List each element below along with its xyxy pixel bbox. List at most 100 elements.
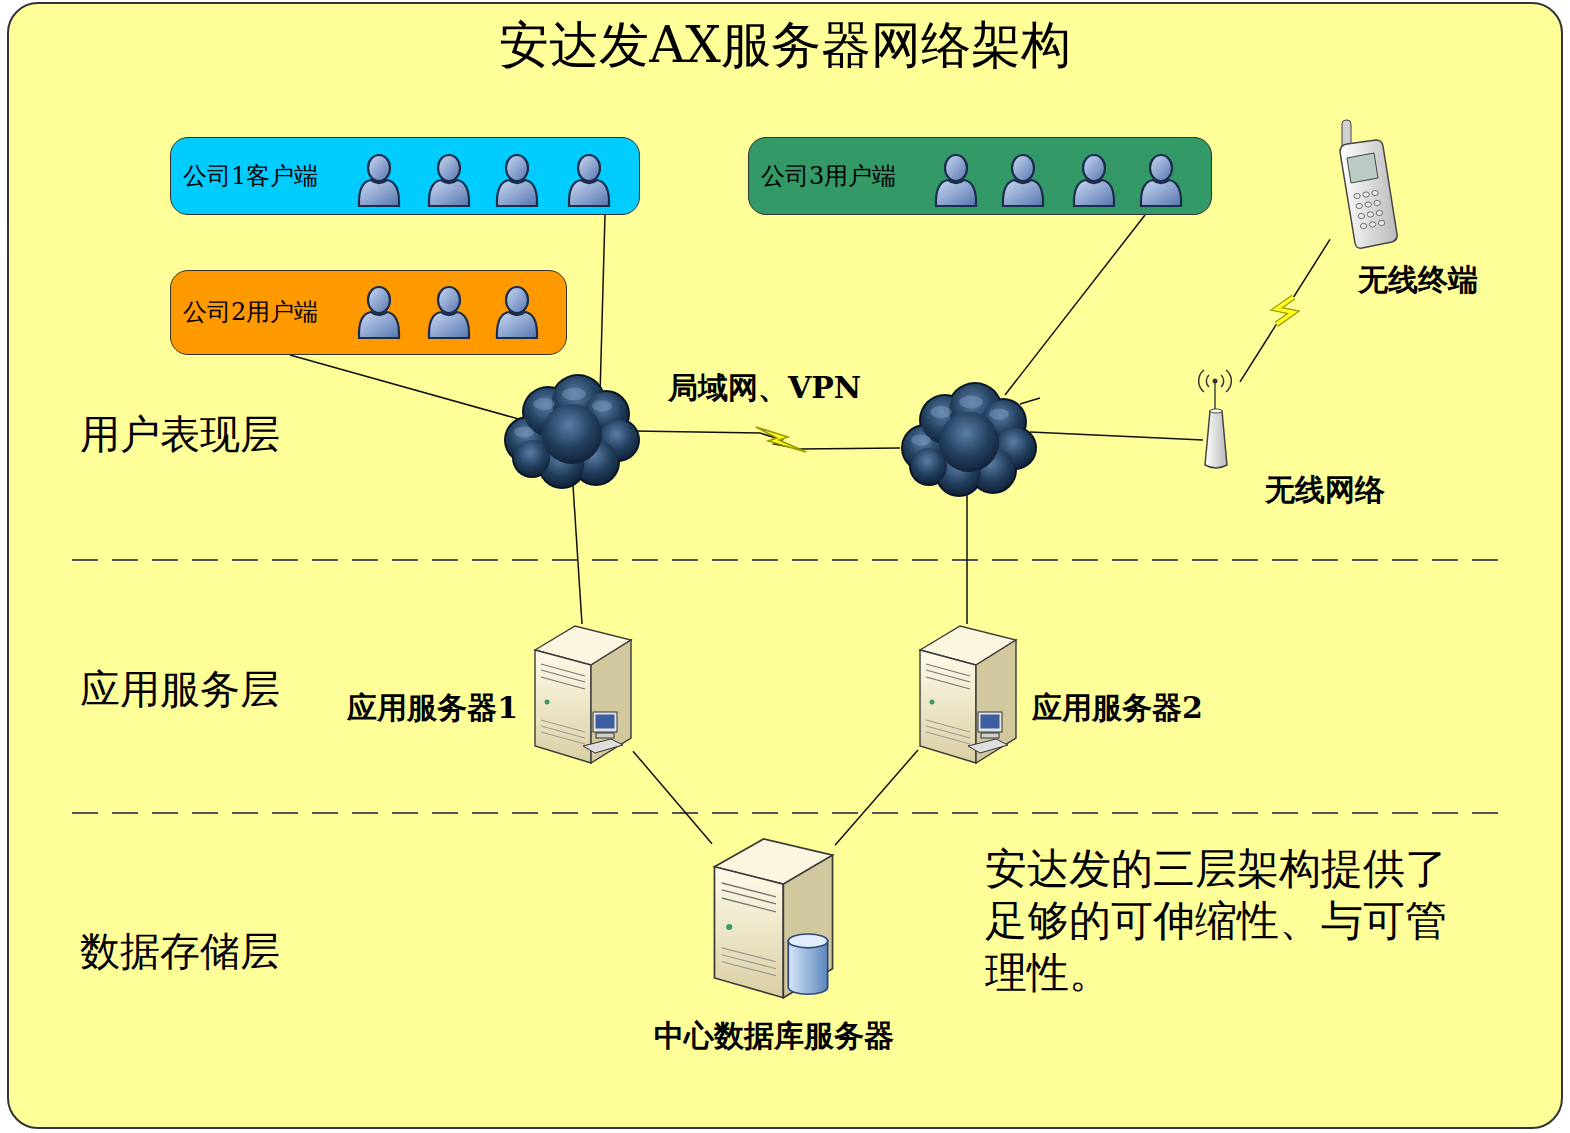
user-body bbox=[1074, 180, 1114, 206]
node-illustration bbox=[1195, 365, 1240, 470]
node-illustration bbox=[918, 620, 1018, 765]
user-icon bbox=[1141, 155, 1181, 206]
drive-bay bbox=[926, 677, 970, 689]
lightning-outline bbox=[1276, 297, 1293, 324]
wireless-antenna-icon bbox=[1199, 370, 1232, 468]
vent-line bbox=[926, 732, 970, 744]
layer-name: 数据存储层 bbox=[80, 927, 280, 975]
drive-bay bbox=[541, 664, 585, 676]
vent-line bbox=[541, 720, 585, 732]
vent-line bbox=[722, 962, 776, 976]
cloud-puff bbox=[939, 412, 999, 472]
monitor-base bbox=[596, 733, 614, 738]
network-label: 局域网、VPN bbox=[668, 370, 861, 406]
user-icon bbox=[359, 287, 399, 338]
layer-divider bbox=[72, 559, 1500, 561]
radio-wave bbox=[1226, 370, 1231, 392]
power-led bbox=[930, 700, 935, 705]
phone-key bbox=[1363, 192, 1369, 197]
database-top bbox=[788, 934, 827, 948]
keyboard bbox=[583, 739, 623, 753]
keyboard bbox=[968, 739, 1008, 753]
diagram-title: 安达发AX服务器网络架构 bbox=[0, 12, 1570, 79]
node-illustration bbox=[1330, 118, 1400, 250]
device-label: 应用服务器2 bbox=[1032, 690, 1203, 726]
vent-line bbox=[541, 726, 585, 738]
server-icon bbox=[714, 839, 832, 998]
phone-body bbox=[1340, 140, 1397, 248]
antenna-tower bbox=[1205, 411, 1227, 468]
connector bbox=[835, 750, 918, 845]
cloud-highlight bbox=[911, 435, 931, 446]
user-head bbox=[438, 287, 460, 313]
database-server: 中心数据库服务器 bbox=[712, 832, 835, 1000]
layer-divider bbox=[72, 812, 1500, 814]
phone-key bbox=[1372, 190, 1378, 195]
drive-bay bbox=[541, 670, 585, 682]
radio-wave bbox=[1199, 370, 1204, 392]
user-icon bbox=[1003, 155, 1043, 206]
user-group-box: 公司2用户端 bbox=[170, 270, 567, 355]
cloud-highlight bbox=[989, 409, 1009, 420]
phone-key bbox=[1365, 202, 1371, 207]
application-server: 应用服务器1 bbox=[533, 620, 633, 765]
vent-line bbox=[722, 955, 776, 969]
user-icon bbox=[497, 287, 537, 338]
group-name: 公司3用户端 bbox=[761, 163, 896, 189]
monitor-frame bbox=[593, 712, 617, 732]
server-icon bbox=[920, 626, 1016, 763]
phone-key bbox=[1358, 213, 1364, 218]
wire bbox=[634, 431, 900, 449]
group-name: 公司2用户端 bbox=[183, 299, 318, 325]
cloud-puff bbox=[542, 404, 602, 464]
vent-line bbox=[722, 948, 776, 962]
database-cylinder bbox=[788, 941, 827, 994]
drive-bay bbox=[926, 664, 970, 676]
radio-wave bbox=[1206, 375, 1209, 387]
device-label: 无线终端 bbox=[1358, 262, 1478, 298]
server-front bbox=[714, 867, 783, 998]
mobile-phone-icon bbox=[1340, 120, 1397, 248]
connector-group bbox=[835, 750, 918, 845]
note-text: 安达发的三层架构提供了足够的可伸缩性、与可管理性。 bbox=[985, 843, 1455, 999]
user-body bbox=[497, 180, 537, 206]
monitor-screen bbox=[981, 715, 1000, 729]
antenna-tip bbox=[1213, 379, 1218, 384]
monitor-base bbox=[981, 733, 999, 738]
connector-group bbox=[1240, 239, 1330, 381]
monitor-screen bbox=[596, 715, 615, 729]
user-icon bbox=[429, 155, 469, 206]
connector bbox=[1240, 239, 1330, 381]
user-head bbox=[945, 155, 967, 181]
user-head bbox=[506, 155, 528, 181]
user-icon bbox=[497, 155, 537, 206]
user-icon bbox=[429, 287, 469, 338]
drive-bay bbox=[722, 898, 776, 912]
user-head bbox=[506, 287, 528, 313]
wire bbox=[1030, 432, 1203, 440]
phone-key bbox=[1374, 200, 1380, 205]
vent-line bbox=[926, 720, 970, 732]
connector-group bbox=[633, 751, 712, 844]
cloud-highlight bbox=[533, 398, 555, 410]
drive-bay bbox=[722, 883, 776, 897]
user-icon bbox=[569, 155, 609, 206]
user-body bbox=[936, 180, 976, 206]
user-icon bbox=[936, 155, 976, 206]
monitor-frame bbox=[978, 712, 1002, 732]
wire bbox=[572, 470, 582, 624]
user-head bbox=[1083, 155, 1105, 181]
user-head bbox=[368, 287, 390, 313]
drive-bay bbox=[541, 677, 585, 689]
phone-key bbox=[1356, 203, 1362, 208]
drive-bay bbox=[722, 890, 776, 904]
cloud-highlight bbox=[592, 401, 612, 412]
user-head bbox=[368, 155, 390, 181]
application-server: 应用服务器2 bbox=[918, 620, 1018, 765]
user-head bbox=[578, 155, 600, 181]
phone-key bbox=[1360, 223, 1366, 228]
user-icon bbox=[1074, 155, 1114, 206]
cloud-highlight bbox=[562, 388, 585, 401]
group-name: 公司1客户端 bbox=[183, 163, 318, 189]
